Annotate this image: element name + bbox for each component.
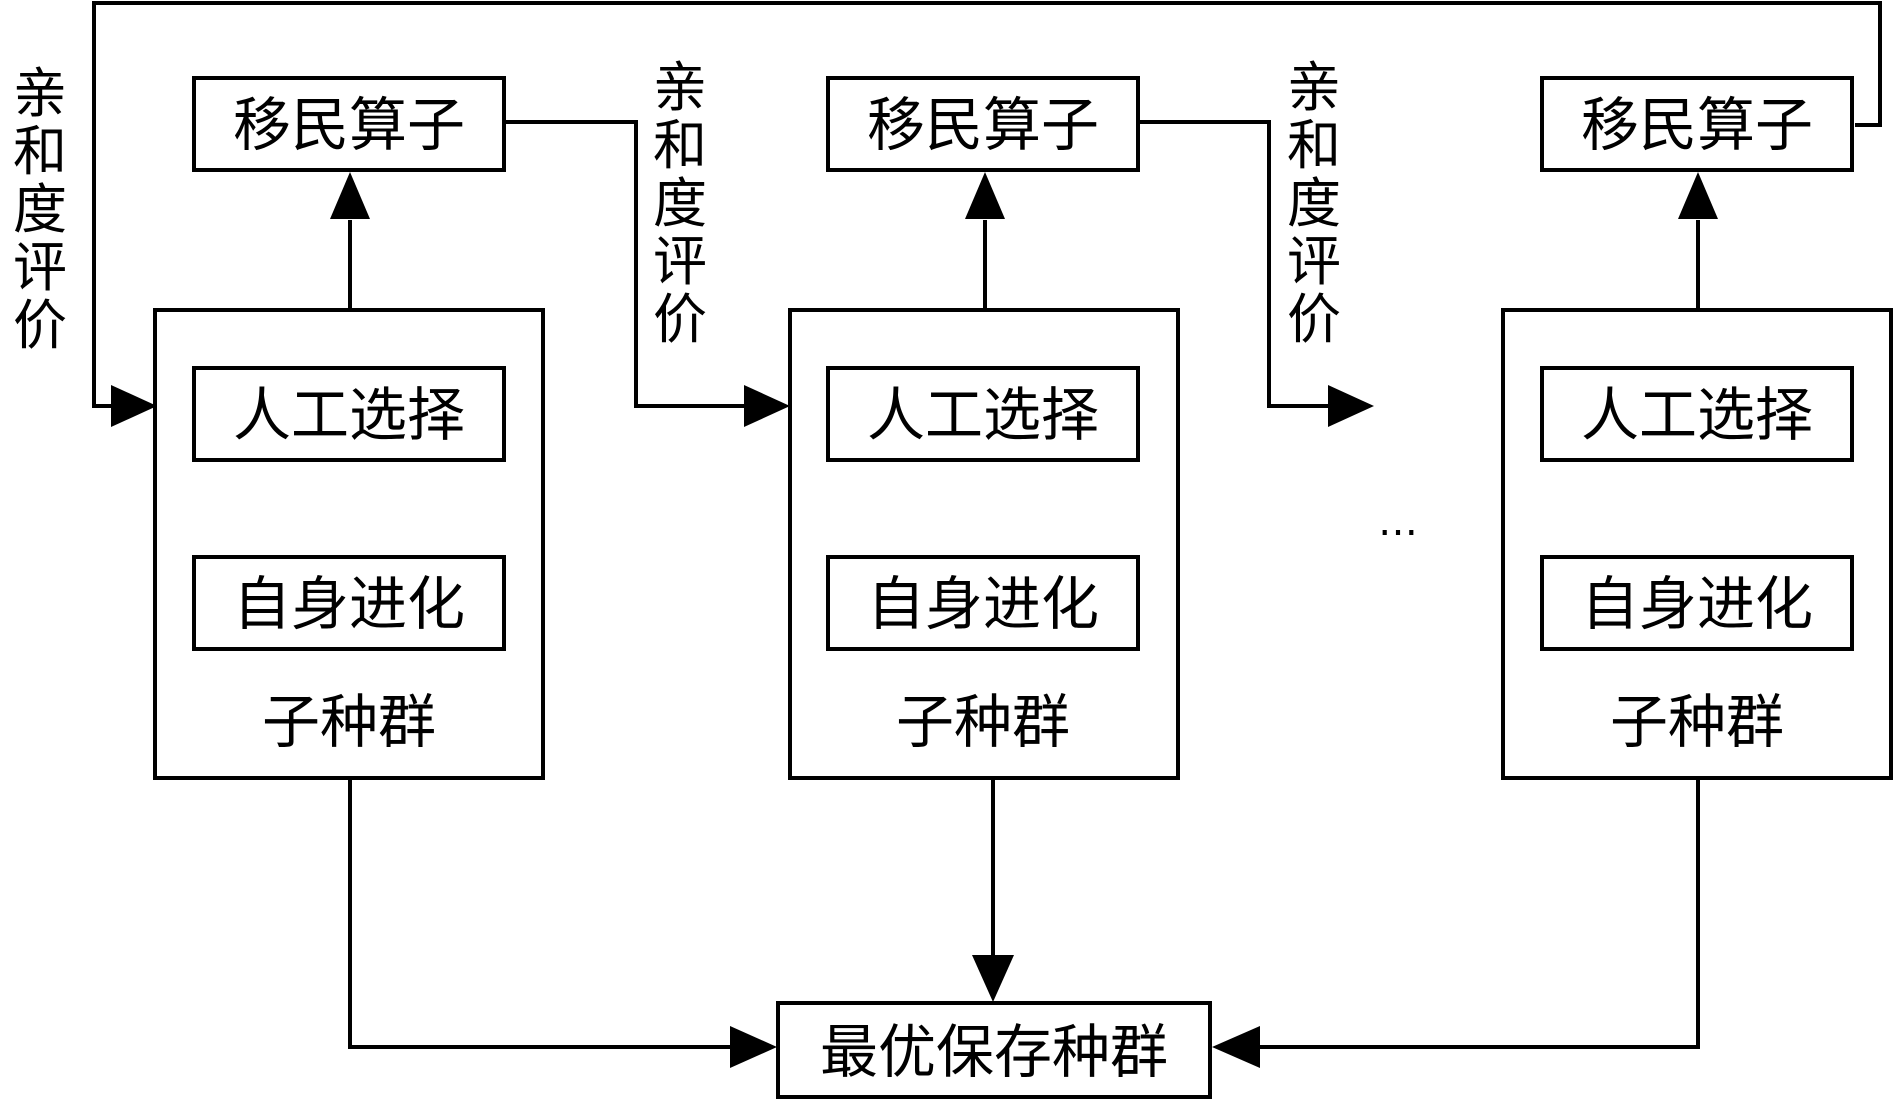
migration-operator-box	[1540, 76, 1854, 172]
artificial-selection-label: 人工选择	[233, 381, 465, 449]
affinity-evaluation-label: 亲 和 度 评 价	[1287, 56, 1341, 351]
affinity-char: 亲	[1287, 56, 1341, 119]
subpopulation-label: 子种群	[262, 688, 436, 756]
affinity-char: 亲	[653, 56, 707, 119]
affinity-char: 度	[1287, 172, 1341, 235]
arrowhead	[330, 172, 370, 219]
arrowhead	[1328, 385, 1374, 427]
arrowhead	[730, 1026, 777, 1068]
affinity-char: 和	[13, 120, 67, 183]
arrowhead	[972, 955, 1014, 1002]
ellipsis: …	[1378, 499, 1418, 545]
artificial-selection-box	[192, 366, 506, 462]
best-population-label: 最优保存种群	[820, 1018, 1168, 1086]
affinity-char: 和	[653, 114, 707, 177]
subpop3-to-best-line	[1260, 778, 1700, 1049]
self-evolution-label: 自身进化	[1581, 570, 1813, 638]
affinity-evaluation-label: 亲 和 度 评 价	[653, 56, 707, 351]
self-evolution-box	[192, 555, 506, 651]
affinity-connector-1	[504, 120, 785, 408]
affinity-char: 价	[13, 294, 67, 357]
artificial-selection-label: 人工选择	[867, 381, 1099, 449]
artificial-selection-box	[1540, 366, 1854, 462]
arrowhead	[1212, 1026, 1260, 1068]
affinity-evaluation-label: 亲 和 度 评 价	[13, 62, 67, 357]
migration-operator-label: 移民算子	[233, 91, 465, 159]
migration-operator-label: 移民算子	[867, 91, 1099, 159]
arrowhead	[744, 385, 790, 427]
affinity-char: 评	[653, 230, 707, 293]
subpopulation-label: 子种群	[1610, 688, 1784, 756]
affinity-char: 评	[13, 236, 67, 299]
subpopulation-label: 子种群	[896, 688, 1070, 756]
best-population-box	[776, 1001, 1212, 1099]
arrowhead	[111, 385, 157, 427]
subpop1-to-best-line	[348, 778, 730, 1049]
affinity-char: 度	[13, 178, 67, 241]
affinity-connector-2	[1138, 120, 1367, 408]
affinity-char: 价	[653, 288, 707, 351]
arrowhead	[965, 172, 1005, 219]
self-evolution-label: 自身进化	[233, 570, 465, 638]
migration-operator-box	[192, 76, 506, 172]
affinity-char: 价	[1287, 288, 1341, 351]
artificial-selection-box	[826, 366, 1140, 462]
migration-operator-label: 移民算子	[1581, 91, 1813, 159]
migration-operator-box	[826, 76, 1140, 172]
feedback-loop-line	[92, 1, 1882, 408]
self-evolution-label: 自身进化	[867, 570, 1099, 638]
affinity-char: 度	[653, 172, 707, 235]
affinity-char: 评	[1287, 230, 1341, 293]
affinity-char: 亲	[13, 62, 67, 125]
affinity-char: 和	[1287, 114, 1341, 177]
arrowhead	[1678, 172, 1718, 219]
self-evolution-box	[1540, 555, 1854, 651]
artificial-selection-label: 人工选择	[1581, 381, 1813, 449]
self-evolution-box	[826, 555, 1140, 651]
